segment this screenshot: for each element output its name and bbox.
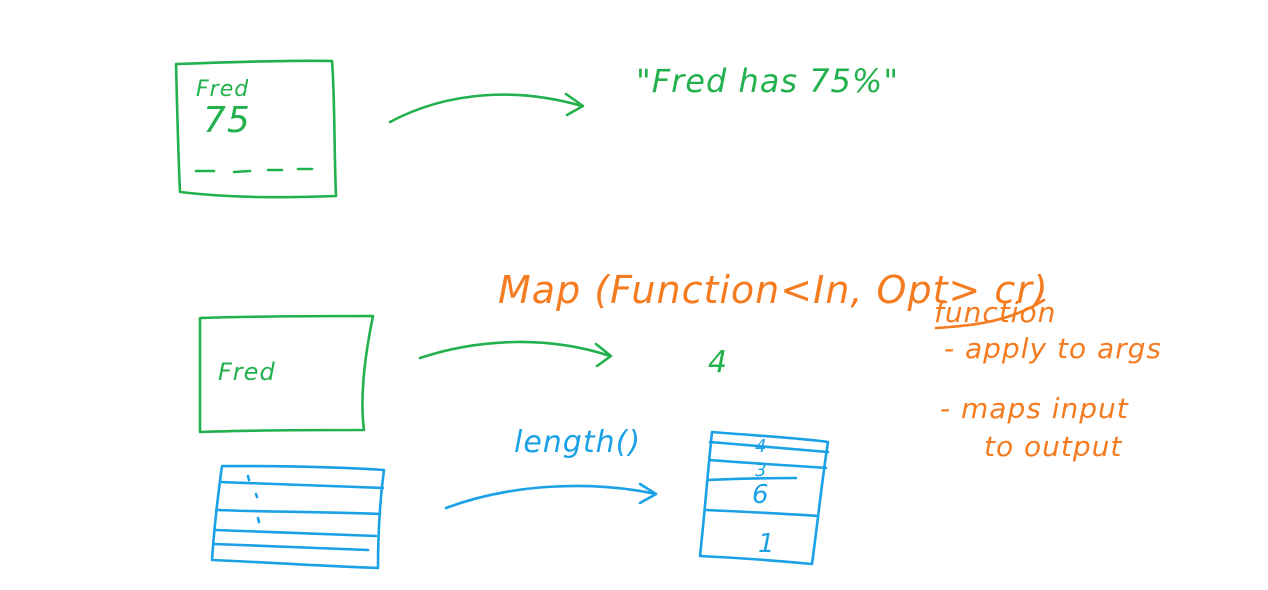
middle-arrow: [418, 340, 613, 368]
bottom-arrow: [444, 482, 658, 510]
notes-bullet-2-line2: to output: [984, 430, 1122, 463]
bottom-result-column: [698, 430, 830, 566]
middle-record-box: [198, 314, 375, 434]
middle-box-label: Fred: [218, 358, 276, 386]
bottom-list-box: [210, 464, 386, 570]
notes-bullet-1: - apply to args: [944, 332, 1162, 365]
result-cell-3: 6: [752, 480, 770, 510]
top-arrow: [388, 92, 585, 124]
notes-bullet-2-line1: - maps input: [940, 392, 1129, 425]
top-record-box: [174, 59, 338, 199]
notes-heading: function: [934, 296, 1056, 329]
map-signature: Map (Function<In, Opt> cr): [498, 268, 1049, 312]
bottom-function-label: length(): [514, 425, 641, 460]
result-cell-4: 1: [758, 529, 776, 559]
top-box-label: Fred: [196, 77, 249, 102]
middle-output-value: 4: [708, 345, 728, 380]
result-cell-2: 3: [755, 460, 767, 481]
result-cell-1: 4: [755, 436, 767, 457]
top-box-value: 75: [203, 100, 251, 141]
notes-heading-underline: [934, 298, 1046, 330]
top-output-text: "Fred has 75%": [636, 62, 899, 100]
